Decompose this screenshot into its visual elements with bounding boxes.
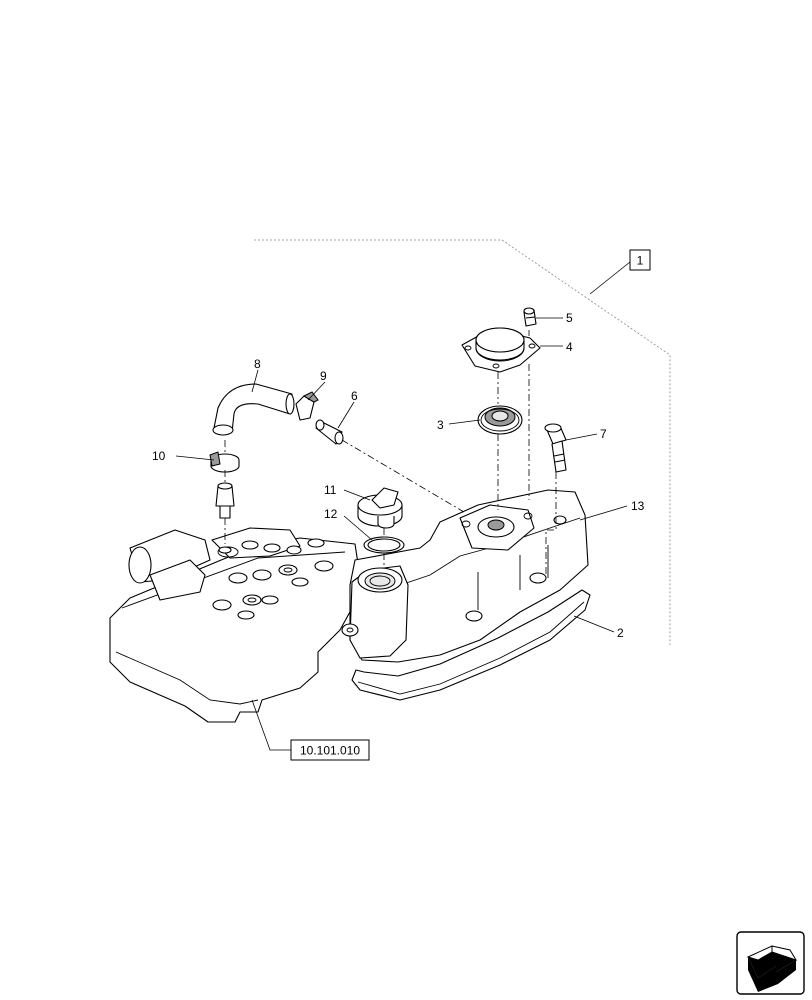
callout-10[interactable]: 10 xyxy=(152,449,166,463)
callout-5[interactable]: 5 xyxy=(566,311,573,325)
callout-1: 1 xyxy=(637,254,644,268)
hose-connector xyxy=(315,419,344,445)
screw xyxy=(523,307,537,327)
oil-filler-cap xyxy=(357,487,403,529)
next-page-arrow-icon[interactable] xyxy=(736,931,805,995)
cover-gasket xyxy=(351,589,591,701)
callout-12[interactable]: 12 xyxy=(324,507,338,521)
callout-6[interactable]: 6 xyxy=(351,389,358,403)
callout-3[interactable]: 3 xyxy=(437,418,444,432)
valve-cover xyxy=(341,489,589,663)
callout-11[interactable]: 11 xyxy=(324,483,337,497)
breather-cover xyxy=(461,327,541,373)
callout-group-box[interactable]: 1 xyxy=(629,249,651,271)
o-ring xyxy=(363,536,405,554)
diaphragm xyxy=(477,405,523,435)
assembly-lines xyxy=(224,330,557,575)
callout-9[interactable]: 9 xyxy=(320,369,327,383)
reference-label: 10.101.010 xyxy=(300,744,360,758)
cylinder-head xyxy=(109,527,363,723)
hose-clamp-lower xyxy=(209,451,240,473)
leader-lines xyxy=(175,261,631,751)
reference-link[interactable]: 10.101.010 xyxy=(290,739,370,761)
callout-7[interactable]: 7 xyxy=(600,427,607,441)
bolt xyxy=(544,423,567,473)
callout-13[interactable]: 13 xyxy=(631,499,645,513)
hose-clamp-upper xyxy=(295,391,319,421)
callout-8[interactable]: 8 xyxy=(254,357,261,371)
callout-4[interactable]: 4 xyxy=(566,340,573,354)
callout-2[interactable]: 2 xyxy=(617,626,624,640)
group-outline xyxy=(254,239,671,645)
breather-hose xyxy=(212,383,295,436)
breather-fitting xyxy=(215,482,235,519)
